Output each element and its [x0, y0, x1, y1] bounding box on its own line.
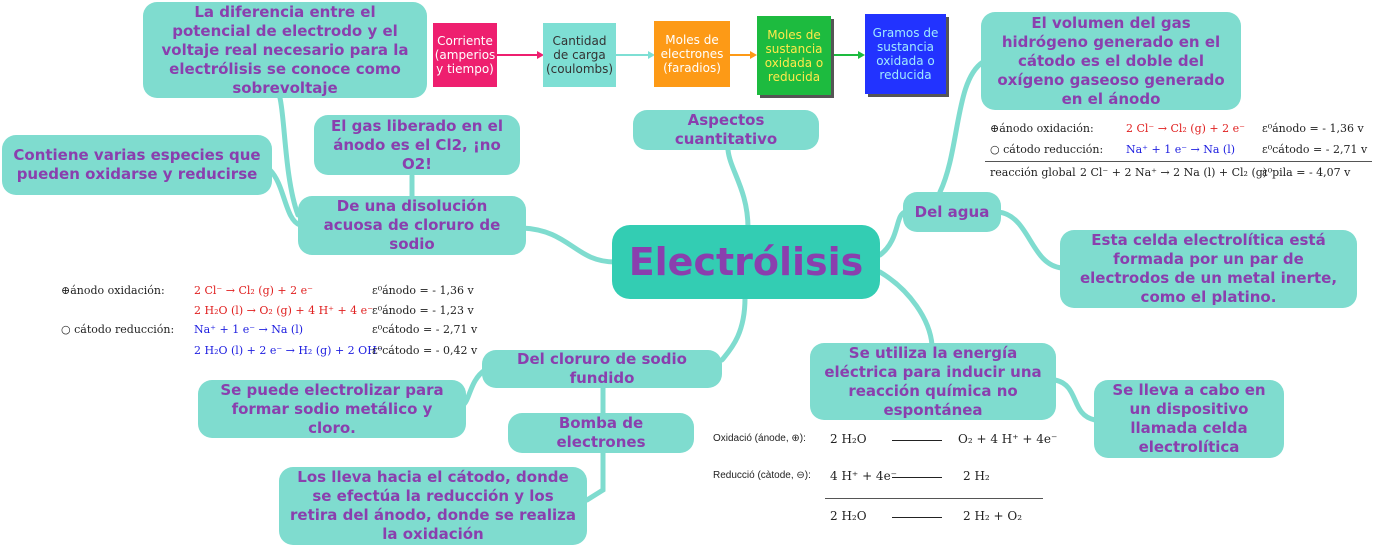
eq-tot-left: 2 H₂O: [830, 509, 867, 523]
eq-c2-potential: ε⁰cátodo = - 0,42 v: [372, 344, 478, 357]
eq-tot-arrow: [892, 517, 942, 518]
node-cloruro-fundido[interactable]: Del cloruro de sodio fundido: [482, 350, 722, 388]
eq-r3: 2 Cl⁻ + 2 Na⁺ → 2 Na (l) + Cl₂ (g): [1080, 166, 1268, 179]
node-celda-formada[interactable]: Esta celda electrolítica está formada po…: [1060, 230, 1357, 308]
node-bomba-electrones[interactable]: Bomba de electrones: [508, 413, 694, 453]
node-volumen-hidrogeno[interactable]: El volumen del gas hidrógeno generado en…: [981, 12, 1241, 110]
eq-r1-label: ⊕ánodo oxidación:: [990, 122, 1094, 135]
central-topic[interactable]: Electrólisis: [612, 225, 880, 299]
node-sobrevoltaje[interactable]: La diferencia entre el potencial de elec…: [143, 2, 427, 98]
eq-red-label: Reducció (càtode, ⊖):: [713, 470, 811, 481]
eq-a1-potential: ε⁰ánodo = - 1,36 v: [372, 284, 474, 297]
eq-divider: [985, 161, 1372, 162]
eq-r1-potential: ε⁰ánodo = - 1,36 v: [1262, 122, 1364, 135]
eq-catodo-label: ○ cátodo reducción:: [61, 323, 175, 336]
eq-a1: 2 Cl⁻ → Cl₂ (g) + 2 e⁻: [194, 284, 313, 297]
node-aspectos-cuantitativo[interactable]: Aspectos cuantitativo: [633, 110, 819, 150]
eq-r1: 2 Cl⁻ → Cl₂ (g) + 2 e⁻: [1126, 122, 1245, 135]
node-especies[interactable]: Contiene varias especies que pueden oxid…: [2, 135, 272, 195]
flow-step-moles-electrones: Moles de electrones (faradios): [654, 21, 730, 87]
eq-red-left: 4 H⁺ + 4e⁻: [830, 469, 898, 483]
eq-ox-label: Oxidació (ánode, ⊕):: [713, 433, 806, 444]
eq-a2: 2 H₂O (l) → O₂ (g) + 4 H⁺ + 4 e⁻: [194, 304, 373, 317]
eq-red-arrow: [892, 477, 942, 478]
eq-total-divider: [825, 498, 1043, 499]
node-del-agua[interactable]: Del agua: [903, 192, 1001, 232]
eq-a2-potential: ε⁰ánodo = - 1,23 v: [372, 304, 474, 317]
eq-ox-right: O₂ + 4 H⁺ + 4e⁻: [958, 432, 1058, 446]
flow-step-carga: Cantidad de carga (coulombs): [543, 23, 616, 87]
eq-ox-arrow: [892, 440, 942, 441]
eq-r2-label: ○ cátodo reducción:: [990, 143, 1104, 156]
node-energia-electrica[interactable]: Se utiliza la energía eléctrica para ind…: [810, 343, 1056, 420]
eq-r2: Na⁺ + 1 e⁻ → Na (l): [1126, 143, 1236, 156]
flow-step-corriente: Corriente (amperios y tiempo): [433, 23, 497, 87]
node-lleva-catodo[interactable]: Los lleva hacia el cátodo, donde se efec…: [279, 467, 587, 545]
flow-step-moles-sustancia: Moles de sustancia oxidada o reducida: [757, 16, 831, 95]
eq-red-right: 2 H₂: [963, 469, 990, 483]
eq-r3-label: reacción global: [990, 166, 1076, 179]
node-disolucion-acuosa[interactable]: De una disolución acuosa de cloruro de s…: [298, 196, 526, 255]
eq-c1-potential: ε⁰cátodo = - 2,71 v: [372, 323, 478, 336]
eq-r2-potential: ε⁰cátodo = - 2,71 v: [1262, 143, 1368, 156]
eq-c2: 2 H₂O (l) + 2 e⁻ → H₂ (g) + 2 OH⁻: [194, 344, 383, 357]
eq-tot-right: 2 H₂ + O₂: [963, 509, 1023, 523]
node-electrolizar[interactable]: Se puede electrolizar para formar sodio …: [198, 380, 466, 438]
eq-r3-potential: ε⁰pila = - 4,07 v: [1262, 166, 1351, 179]
flow-step-gramos: Gramos de sustancia oxidada o reducida: [865, 14, 946, 94]
node-gas-liberado[interactable]: El gas liberado en el ánodo es el Cl2, ¡…: [314, 115, 520, 175]
eq-ox-left: 2 H₂O: [830, 432, 867, 446]
node-dispositivo[interactable]: Se lleva a cabo en un dispositivo llamad…: [1094, 380, 1284, 458]
eq-c1: Na⁺ + 1 e⁻ → Na (l): [194, 323, 304, 336]
eq-anodo-label: ⊕ánodo oxidación:: [61, 284, 165, 297]
